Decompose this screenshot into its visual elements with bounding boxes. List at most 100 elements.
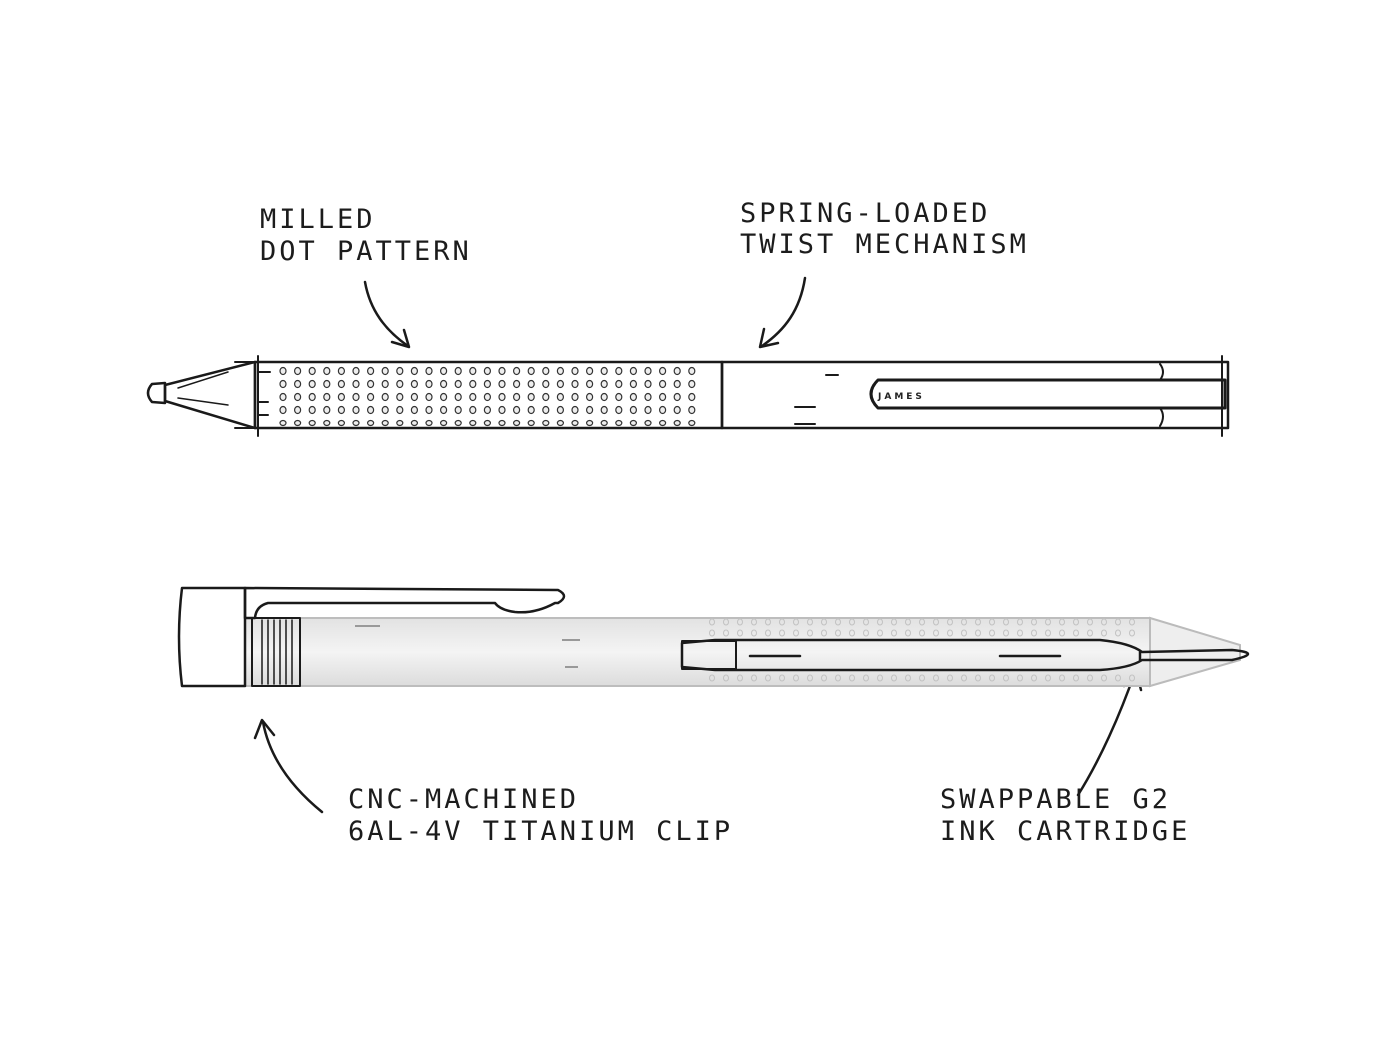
milled-dot — [615, 405, 623, 415]
ghost-dot — [877, 629, 883, 637]
milled-dot — [367, 405, 375, 415]
ghost-dot — [1073, 674, 1079, 682]
ghost-dot — [947, 618, 953, 626]
milled-dot — [615, 392, 623, 402]
milled-dot — [688, 366, 696, 376]
ghost-dot — [891, 629, 897, 637]
ghost-dot — [807, 629, 813, 637]
milled-dot — [425, 366, 433, 376]
callout-cartridge-line2: INK CARTRIDGE — [940, 816, 1190, 847]
milled-dot — [542, 379, 550, 389]
ghost-dot — [849, 674, 855, 682]
milled-dot — [688, 419, 696, 427]
ghost-dot — [1101, 674, 1107, 682]
milled-dot — [425, 405, 433, 415]
milled-dot — [571, 366, 579, 376]
ghost-dot — [961, 674, 967, 682]
milled-dot — [352, 392, 360, 402]
ghost-dot — [933, 674, 939, 682]
milled-dot — [673, 379, 681, 389]
milled-dot — [381, 366, 389, 376]
ghost-dot-pattern — [709, 618, 1135, 682]
ghost-dot — [737, 674, 743, 682]
milled-dot — [585, 379, 594, 389]
milled-dot — [644, 419, 652, 427]
milled-dot — [469, 379, 477, 389]
pen-clip — [869, 378, 1227, 410]
milled-dot — [440, 419, 448, 427]
ghost-dot — [807, 618, 813, 626]
milled-dot — [337, 392, 345, 402]
ghost-dot — [1045, 629, 1051, 637]
milled-dot — [323, 392, 331, 402]
ghost-dot — [933, 618, 939, 626]
milled-dot — [600, 379, 608, 389]
callout-dot-pattern: MILLED DOT PATTERN — [260, 204, 472, 349]
arrow-clip — [261, 720, 324, 814]
milled-dot — [542, 366, 550, 376]
milled-dot — [396, 379, 404, 389]
ghost-dot — [1017, 674, 1023, 682]
ghost-dot — [905, 674, 911, 682]
ghost-dot — [891, 618, 897, 626]
milled-dot — [673, 419, 681, 427]
milled-dot-pattern — [279, 366, 696, 427]
ghost-dot — [821, 618, 827, 626]
milled-dot — [381, 405, 389, 415]
milled-dot — [367, 392, 375, 402]
arrow-twist — [760, 276, 807, 348]
milled-dot — [410, 419, 418, 427]
milled-dot — [527, 379, 535, 389]
milled-dot — [294, 419, 302, 427]
arrowhead-icon — [390, 328, 411, 349]
milled-dot — [323, 379, 331, 389]
ghost-dot — [1129, 618, 1135, 626]
callout-dot-pattern-line2: DOT PATTERN — [260, 236, 472, 267]
callout-clip-line1: CNC-MACHINED — [348, 784, 579, 815]
milled-dot — [658, 392, 667, 402]
milled-dot — [556, 405, 565, 415]
milled-dot — [498, 379, 506, 389]
milled-dot — [410, 379, 418, 389]
milled-dot — [367, 366, 375, 376]
milled-dot — [425, 419, 433, 427]
milled-dot — [425, 392, 433, 402]
ghost-dot — [905, 618, 911, 626]
milled-dot — [600, 366, 608, 376]
ghost-dot — [1101, 629, 1107, 637]
ghost-dot — [1087, 618, 1093, 626]
milled-dot — [294, 392, 302, 402]
milled-dot — [542, 419, 550, 427]
ghost-dot — [1003, 674, 1009, 682]
milled-dot — [542, 405, 550, 415]
ghost-dot — [793, 618, 799, 626]
milled-dot — [644, 379, 652, 389]
milled-dot — [600, 392, 608, 402]
ghost-dot — [1045, 618, 1051, 626]
ghost-dot — [919, 618, 925, 626]
milled-dot — [294, 379, 302, 389]
ghost-dot — [779, 629, 785, 637]
milled-dot — [440, 366, 448, 376]
pen-cap-end — [177, 586, 247, 688]
milled-dot — [367, 379, 375, 389]
milled-dot — [556, 366, 565, 376]
ghost-dot — [723, 629, 729, 637]
milled-dot — [279, 392, 287, 402]
ghost-dot — [947, 674, 953, 682]
ghost-dot — [737, 629, 743, 637]
brand-logo: JAMES — [877, 392, 925, 402]
milled-dot — [644, 366, 652, 376]
milled-dot — [279, 366, 287, 376]
milled-dot — [323, 419, 331, 427]
ghost-dot — [709, 618, 715, 626]
milled-dot — [556, 379, 565, 389]
ghost-dot — [863, 618, 869, 626]
milled-dot — [410, 405, 418, 415]
ghost-dot — [723, 674, 729, 682]
ghost-dot — [1031, 618, 1037, 626]
milled-dot — [352, 366, 360, 376]
callout-clip: CNC-MACHINED 6AL-4V TITANIUM CLIP — [253, 718, 730, 847]
ghost-dot — [779, 674, 785, 682]
